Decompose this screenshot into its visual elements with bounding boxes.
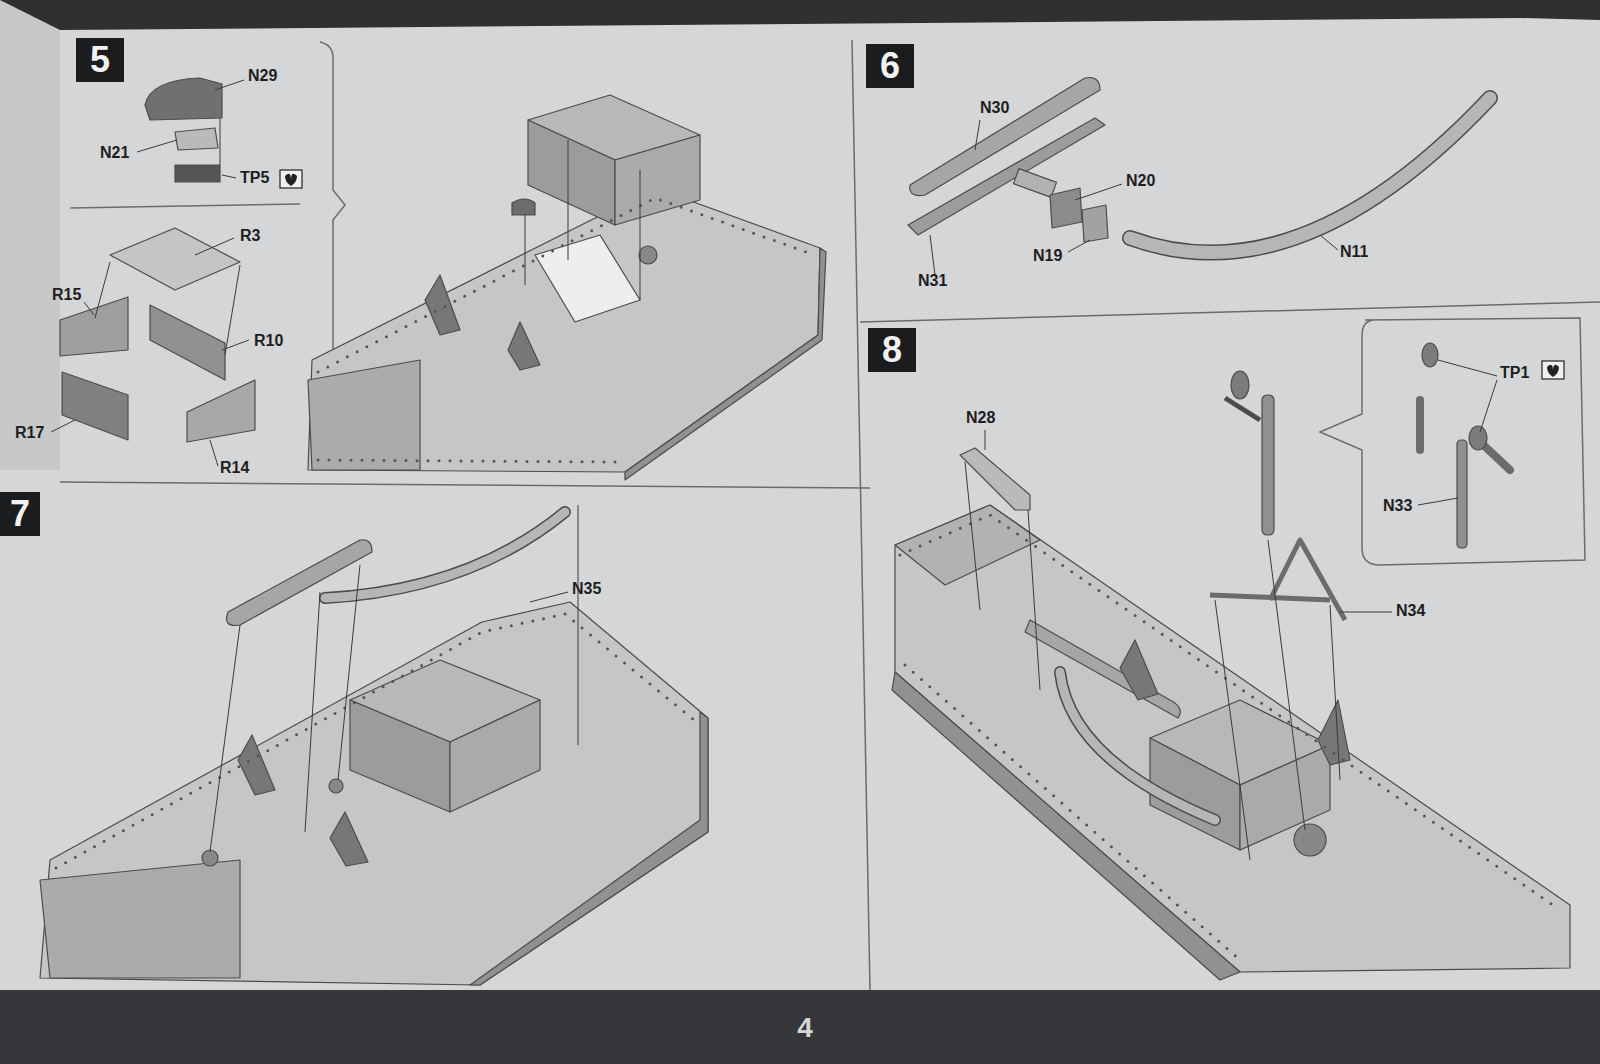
part-number: TP1 — [1500, 365, 1529, 381]
step-text: 6 — [880, 45, 900, 87]
part-number: R14 — [220, 460, 249, 476]
step-text: 5 — [90, 39, 110, 81]
part-number: N29 — [248, 68, 277, 84]
part-number: R10 — [254, 333, 283, 349]
part-number: N11 — [1340, 244, 1368, 260]
part-number: R17 — [15, 425, 44, 441]
step-number: 6 — [866, 44, 914, 88]
part-number: N20 — [1126, 173, 1155, 189]
step-text: 8 — [882, 329, 902, 371]
part-number: N31 — [918, 273, 947, 289]
part-number: N30 — [980, 100, 1009, 116]
step-number: 7 — [0, 492, 40, 536]
step-text: 4 — [797, 1012, 813, 1044]
step-text: 7 — [10, 493, 30, 535]
part-number: N28 — [966, 410, 995, 426]
part-number: N21 — [100, 145, 129, 161]
part-number: N34 — [1396, 603, 1425, 619]
step-number: 8 — [868, 328, 916, 372]
part-number: R15 — [52, 287, 81, 303]
part-number: TP5 — [240, 170, 269, 186]
part-number: R3 — [240, 228, 260, 244]
part-number: N35 — [572, 581, 601, 597]
page-number: 4 — [760, 1006, 850, 1050]
step-number: 5 — [76, 38, 124, 82]
part-number: N19 — [1033, 248, 1062, 264]
part-number: N33 — [1383, 498, 1412, 514]
